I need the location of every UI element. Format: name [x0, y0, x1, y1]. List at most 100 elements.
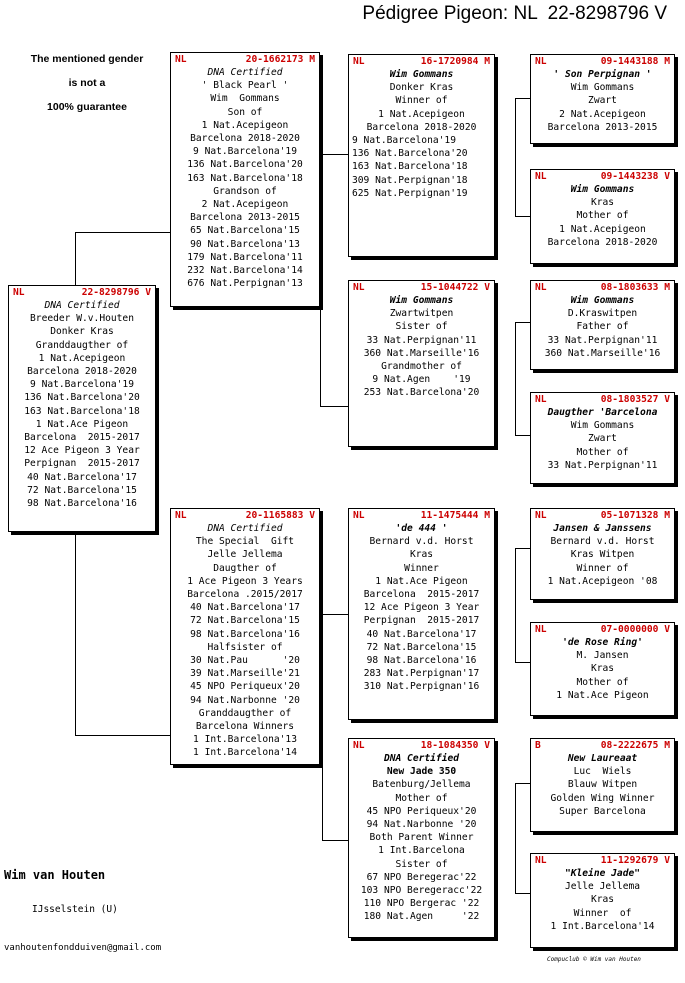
pedigree-line: 9 Nat.Barcelona'19: [30, 379, 134, 391]
country-code: NL: [175, 510, 187, 521]
pedigree-line: Wim Gommans: [570, 295, 635, 306]
pedigree-line: Winner of: [573, 907, 632, 919]
country-code: B: [535, 740, 541, 751]
pedigree-line: 1 Nat.Acepigeon: [38, 352, 126, 364]
pedigree-line: 39 Nat.Marseille'21: [190, 668, 300, 680]
pedigree-line: 98 Nat.Barcelona'16: [366, 655, 477, 667]
pedigree-line: Father of: [576, 321, 629, 333]
country-code: NL: [535, 510, 547, 521]
pedigree-line: 94 Nat.Narbonne '20: [366, 819, 477, 831]
ring-number: 20-1662173 M: [245, 54, 315, 65]
pedigree-line: 9 Nat.Barcelona'19: [193, 146, 297, 158]
pedigree-line: Kras: [590, 663, 615, 675]
pedigree-line: Luc Wiels: [573, 766, 632, 778]
pedigree-line: Grandmother of: [381, 361, 462, 373]
pedigree-line: 1 Int.Barcelona'14: [193, 747, 297, 759]
notice-line: is not a: [68, 77, 106, 89]
pedigree-line: 1 Nat.Acepigeon: [378, 108, 465, 120]
pedigree-line: New Jade 350: [386, 766, 457, 778]
pedigree-line: Wim Gommans: [570, 420, 635, 432]
page-title: Pédigree Pigeon: NL 22-8298796 V: [362, 3, 667, 24]
pedigree-line: 40 Nat.Barcelona'17: [27, 471, 137, 483]
ring-number: 11-1475444 M: [420, 510, 490, 521]
pedigree-line: 1 Nat.Ace Pigeon: [35, 418, 129, 430]
ring-number: 05-1071328 M: [600, 510, 670, 521]
pedigree-line: Barcelona 2015-2017: [24, 432, 140, 444]
pedigree-line: New Laureaat: [567, 753, 638, 764]
country-code: NL: [353, 56, 365, 67]
pedigree-line: 232 Nat.Barcelona'14: [187, 265, 303, 277]
pedigree-line: 94 Nat.Narbonne '20: [190, 694, 300, 706]
gender-notice: The mentioned gender is not a 100% guara…: [12, 53, 162, 125]
pedigree-line: 67 NPO Beregerac'22: [366, 871, 477, 883]
pedigree-line: Barcelona 2018-2020: [547, 236, 658, 248]
pedigree-line: 179 Nat.Barcelona'11: [187, 251, 303, 263]
pedigree-line: Kras: [590, 197, 615, 209]
pedigree-line: 2 Nat.Acepigeon: [559, 108, 646, 120]
pedigree-line: Jelle Jellema: [207, 549, 283, 561]
pedigree-line: 33 Nat.Perpignan'11: [366, 334, 477, 346]
pedigree-line: Perpignan 2015-2017: [24, 458, 140, 470]
notice-line: The mentioned gender: [30, 53, 144, 65]
ring-number: 22-8298796 V: [81, 287, 151, 298]
pedigree-line: Mother of: [576, 446, 629, 458]
ring-number: 20-1165883 V: [245, 510, 315, 521]
pedigree-line: 180 Nat.Agen '22: [363, 911, 480, 923]
pedigree-line: 163 Nat.Barcelona'18: [187, 172, 303, 184]
pedigree-line: Donker Kras: [50, 326, 114, 338]
country-code: NL: [353, 282, 365, 293]
pedigree-line: Daugther of: [213, 562, 277, 574]
ring-number: 09-1443238 V: [600, 171, 670, 182]
pedigree-line: Daugther 'Barcelona: [547, 407, 658, 418]
pedigree-line: 360 Nat.Marseille'16: [544, 347, 661, 359]
pedigree-line: 72 Nat.Barcelona'15: [366, 641, 477, 653]
country-code: NL: [535, 855, 547, 866]
pedigree-line: Wim Gommans: [389, 69, 454, 80]
pedigree-line: 2 Nat.Acepigeon: [201, 199, 289, 211]
pedigree-line: 1 Nat.Ace Pigeon: [375, 575, 468, 587]
pedigree-line: 136 Nat.Barcelona'20: [352, 148, 468, 160]
pedigree-line: Batenburg/Jellema: [372, 779, 471, 791]
pedigree-line: 1 Nat.Acepigeon: [201, 119, 289, 131]
pedigree-line: 72 Nat.Barcelona'15: [190, 615, 300, 627]
pedigree-line: Kras: [590, 894, 615, 906]
ring-header: NL 16-1720984 M: [349, 55, 494, 68]
pedigree-line: DNA Certified: [207, 67, 283, 78]
software-credit: Compuclub © Wim van Houten: [547, 956, 641, 963]
owner-town: IJsselstein (U): [32, 904, 118, 915]
ring-header: NL 05-1071328 M: [531, 509, 674, 522]
pedigree-line: 'de Rose Ring': [562, 637, 643, 648]
pedigree-line: 310 Nat.Perpignan'16: [363, 681, 480, 693]
country-code: NL: [535, 624, 547, 635]
pedigree-line: Jelle Jellema: [564, 881, 641, 893]
country-code: NL: [535, 56, 547, 67]
pedigree-line: 12 Ace Pigeon 3 Year: [363, 602, 480, 614]
ring-number: 15-1044722 V: [420, 282, 490, 293]
pedigree-line: 72 Nat.Barcelona'15: [27, 484, 137, 496]
pedigree-line: Mother of: [576, 210, 629, 222]
owner-email[interactable]: vanhoutenfondduiven@gmail.com: [4, 943, 162, 953]
pedigree-line: 45 NPO Periqueux'20: [190, 681, 300, 693]
pedigree-line: Winner of: [576, 562, 629, 574]
pedigree-line: ' Black Pearl ': [201, 80, 289, 92]
pedigree-line: Super Barcelona: [559, 805, 646, 817]
pedigree-line: ' Son Perpignan ': [553, 69, 652, 80]
pedigree-line: 253 Nat.Barcelona'20: [363, 387, 480, 399]
pedigree-line: 136 Nat.Barcelona'20: [24, 392, 140, 404]
ring-number: 16-1720984 M: [420, 56, 490, 67]
pedigree-line: Son of: [227, 106, 263, 118]
country-code: NL: [535, 171, 547, 182]
pedigree-line: Barcelona 2018-2020: [27, 366, 137, 378]
